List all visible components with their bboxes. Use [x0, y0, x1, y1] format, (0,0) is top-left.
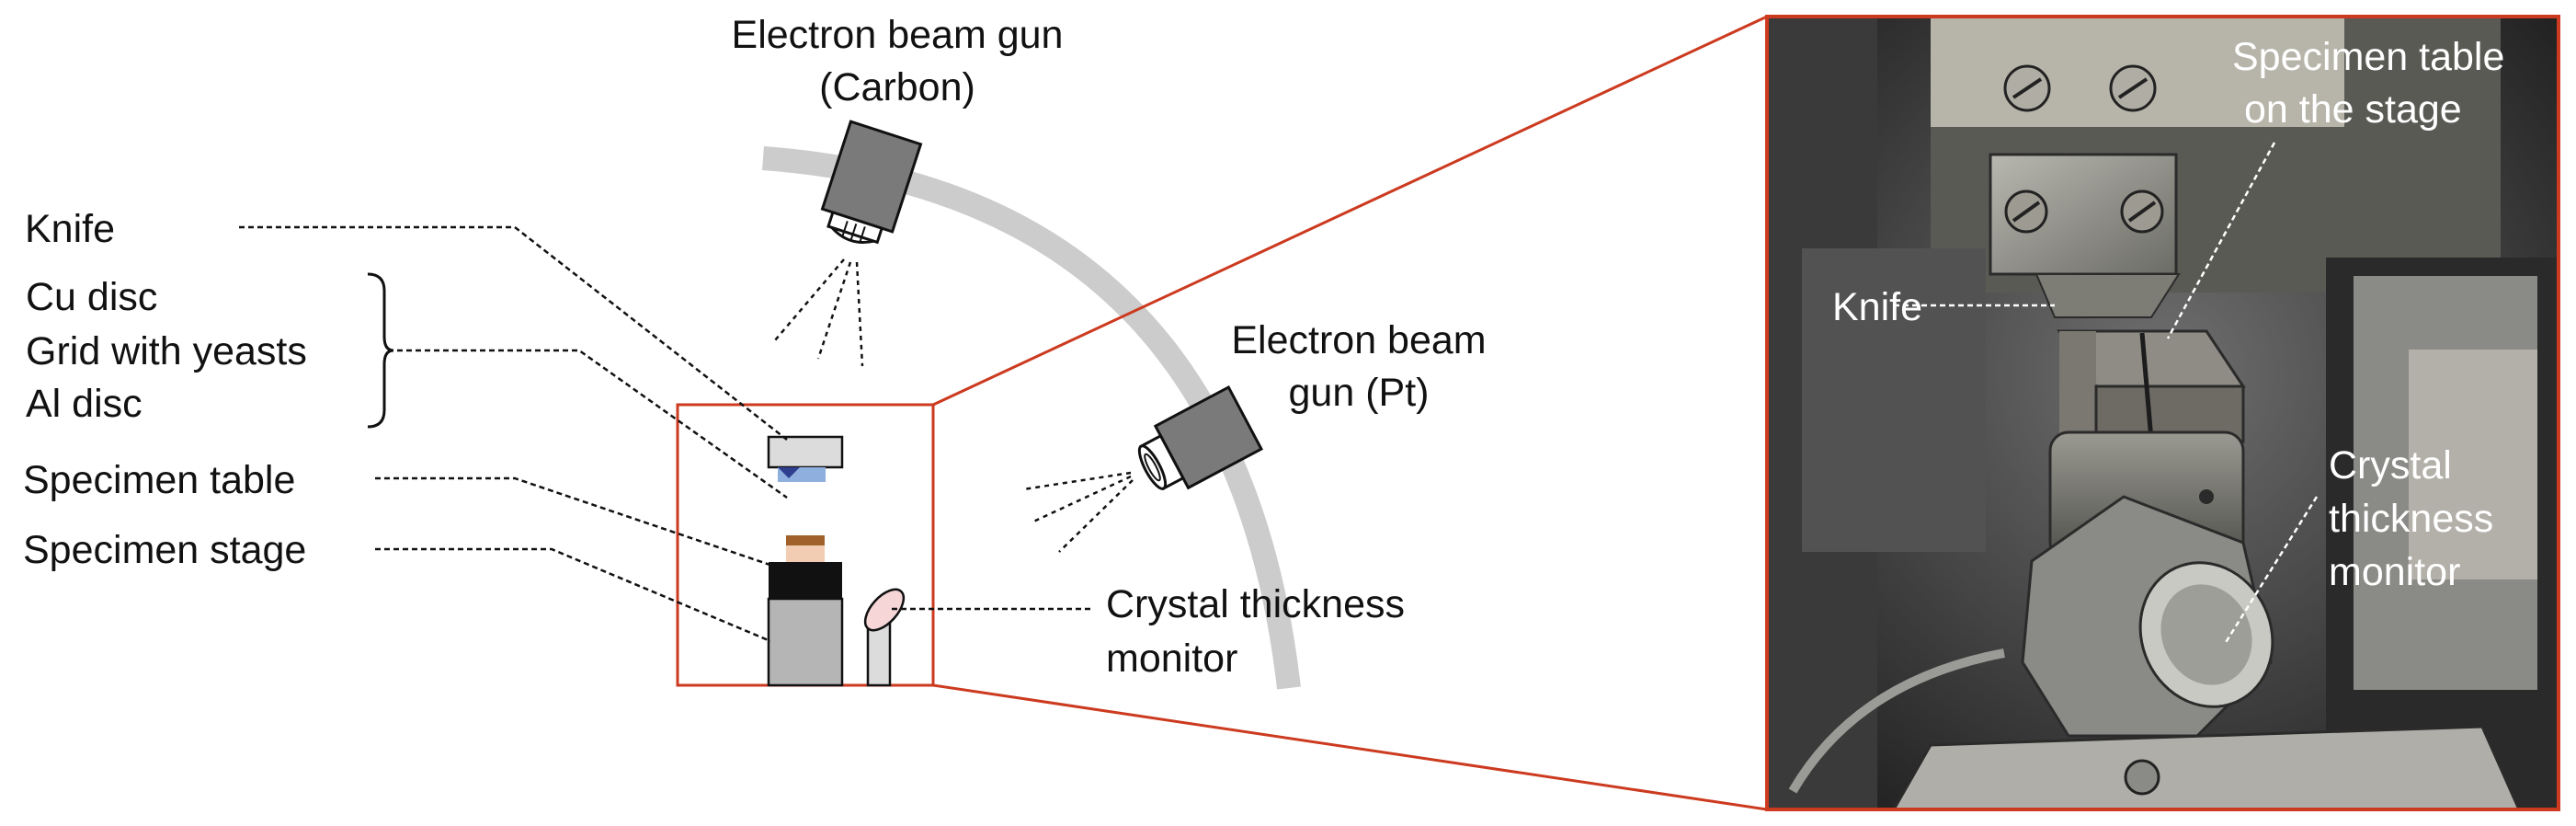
crystal-monitor-label-line2: monitor: [1106, 637, 1237, 681]
crystal-monitor-label-line1: Crystal thickness: [1106, 582, 1405, 626]
knife-label: Knife: [25, 207, 115, 251]
pt-beam-lines: [1022, 471, 1134, 553]
gun-carbon-label-line1: Electron beam gun: [732, 13, 1064, 57]
crystal-monitor-head: [863, 588, 906, 632]
al-disc-shape: [786, 545, 825, 562]
cu-disc-label: Cu disc: [26, 275, 157, 319]
photo-crystal-label-line2: thickness: [2329, 497, 2493, 541]
carbon-beam-lines: [774, 258, 864, 367]
electron-beam-gun-carbon: [820, 120, 923, 245]
specimen-table-label: Specimen table: [23, 458, 295, 502]
gun-pt-label-line1: Electron beam: [1231, 318, 1486, 362]
specimen-stage-shape: [767, 597, 844, 687]
gun-pt-label-line2: gun (Pt): [1289, 371, 1430, 415]
zoom-connector-bottom: [932, 683, 1768, 811]
knife-shape: [767, 435, 844, 469]
photo-frame: [1765, 15, 2560, 811]
grid-label: Grid with yeasts: [26, 329, 307, 373]
photo-knife-label: Knife: [1832, 285, 1922, 329]
gun-carbon-label-line2: (Carbon): [819, 65, 975, 109]
specimen-stage-label: Specimen stage: [23, 528, 306, 572]
leader-lines: [239, 225, 1094, 643]
electron-beam-gun-pt: [1137, 384, 1264, 491]
zoom-connector-top: [932, 15, 1768, 407]
al-disc-label: Al disc: [26, 382, 142, 426]
photo-crystal-label-line1: Crystal: [2329, 443, 2452, 488]
apparatus-photo: [1767, 17, 2559, 809]
cu-disc-shape: [786, 535, 825, 545]
photo-crystal-label-line3: monitor: [2329, 550, 2460, 594]
photo-leader-lines: [1894, 142, 2319, 645]
photo-table-label-line1: Specimen table: [2232, 35, 2504, 79]
specimen-table-shape: [769, 562, 842, 599]
knife-edge: [778, 467, 800, 478]
photo-table-label-line2: on the stage: [2244, 87, 2462, 132]
label-bracket: [367, 272, 394, 429]
